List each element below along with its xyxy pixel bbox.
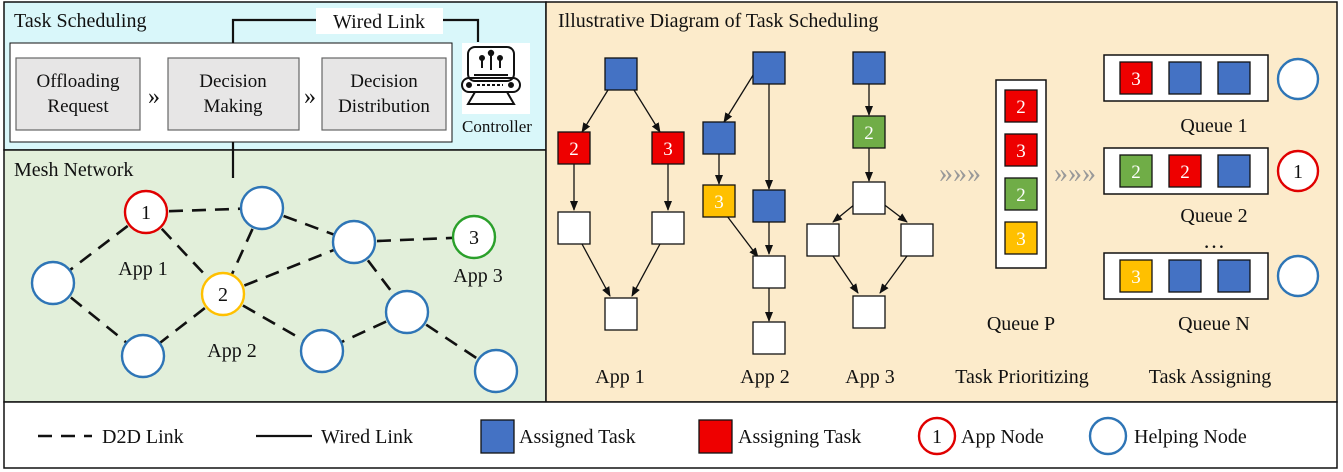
task-prioritizing-label: Task Prioritizing	[955, 366, 1089, 388]
app-node-1-number: 1	[141, 202, 151, 224]
step-2-line1: Decision	[199, 71, 267, 92]
chevron-icon: »	[148, 84, 160, 110]
legend-app-node-num: 1	[932, 426, 942, 448]
queue-n-helping-node	[1276, 254, 1320, 298]
queue-n-label: Queue N	[1178, 313, 1250, 335]
mesh-app3-label: App 3	[453, 265, 502, 287]
mesh-app2-label: App 2	[207, 340, 256, 362]
helping-node	[299, 328, 345, 374]
helping-node	[30, 260, 76, 306]
illustrative-title: Illustrative Diagram of Task Scheduling	[558, 10, 878, 32]
controller-label: Controller	[462, 117, 532, 136]
app-node-2	[200, 271, 246, 317]
wired-link-label: Wired Link	[333, 11, 425, 33]
a1-task-num: 2	[569, 139, 579, 160]
legend-app-node-icon	[917, 416, 957, 456]
app3-dag	[806, 51, 934, 329]
queue-p-num: 2	[1016, 97, 1026, 118]
app2-dag	[702, 51, 786, 355]
queue-p-task	[1004, 133, 1038, 167]
app1-dag	[557, 57, 685, 331]
helping-node	[120, 333, 166, 379]
step-2-line2: Making	[203, 96, 263, 117]
app-node-3	[451, 214, 497, 260]
queue-p-num: 2	[1016, 185, 1026, 206]
queue-p-task	[1004, 89, 1038, 123]
queue-ellipsis: …	[1203, 228, 1225, 253]
legend-d2d-label: D2D Link	[102, 426, 184, 448]
queue-n-num: 3	[1131, 267, 1141, 288]
mesh-network-title: Mesh Network	[14, 159, 133, 181]
queue-1-label: Queue 1	[1180, 115, 1247, 137]
legend-assigned-swatch	[480, 419, 515, 454]
router-icon	[461, 43, 530, 114]
legend-assigned-label: Assigned Task	[519, 426, 636, 448]
wired-link-label-bg	[316, 8, 443, 34]
chevron-icon: »	[304, 84, 316, 110]
queue-1-helping-node	[1276, 57, 1320, 101]
queue-1-num: 3	[1131, 69, 1141, 90]
legend-assigning-label: Assigning Task	[738, 426, 861, 448]
queue-p-task	[1004, 221, 1038, 255]
queue-2-num: 2	[1180, 162, 1190, 183]
app-node-2-number: 2	[218, 284, 228, 306]
legend-wired-label: Wired Link	[321, 426, 413, 448]
legend-app-node-label: App Node	[961, 426, 1044, 448]
queue-2-node-num: 1	[1293, 161, 1303, 183]
step-3-line1: Decision	[350, 71, 418, 92]
queue-p-num: 3	[1016, 141, 1026, 162]
helping-node	[473, 348, 519, 394]
helping-node	[239, 185, 285, 231]
app2-label: App 2	[740, 366, 789, 388]
app-node-3-number: 3	[469, 227, 479, 249]
decision-distribution-box	[321, 57, 447, 131]
legend-helping-node-icon	[1088, 416, 1128, 456]
step-1-line2: Request	[47, 96, 109, 117]
queue-p-label: Queue P	[987, 313, 1055, 335]
queue-p-task	[1004, 177, 1038, 211]
helping-node	[331, 219, 377, 265]
queue-2-num: 2	[1131, 162, 1141, 183]
queue-p-num: 3	[1016, 229, 1026, 250]
app-node-1	[123, 189, 169, 235]
app3-label: App 3	[845, 366, 894, 388]
queue-2-app-node	[1276, 149, 1320, 193]
chevron-arrows-icon: »»»	[939, 158, 981, 189]
a2-task-num: 3	[714, 192, 724, 213]
offloading-request-box	[15, 57, 141, 131]
step-3-line2: Distribution	[338, 96, 430, 117]
a3-task-num: 2	[864, 123, 874, 144]
a1-task-num: 3	[663, 139, 673, 160]
queue-2-label: Queue 2	[1180, 205, 1247, 227]
task-scheduling-title: Task Scheduling	[14, 10, 146, 32]
step-1-line1: Offloading	[36, 71, 120, 92]
task-assigning-label: Task Assigning	[1149, 366, 1272, 388]
legend-helping-node-label: Helping Node	[1134, 426, 1247, 448]
legend-assigning-swatch	[698, 419, 733, 454]
mesh-app1-label: App 1	[118, 258, 167, 280]
helping-node	[384, 289, 430, 335]
chevron-arrows-icon: »»»	[1054, 158, 1096, 189]
decision-making-box	[167, 57, 300, 131]
app1-label: App 1	[595, 366, 644, 388]
